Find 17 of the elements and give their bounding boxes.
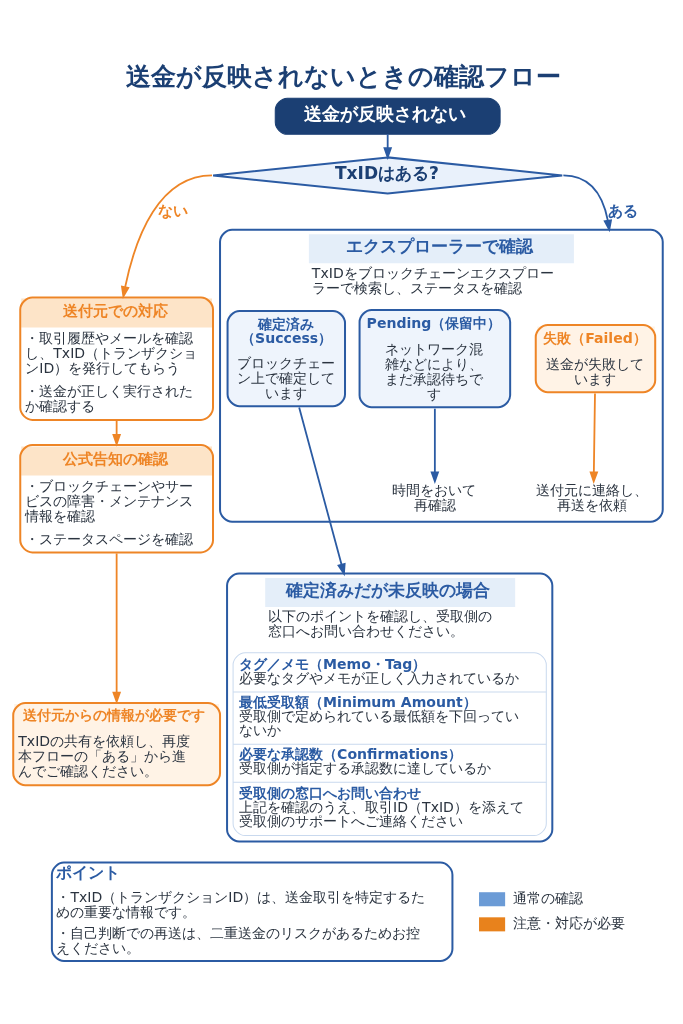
- arrow: [120, 174, 213, 299]
- arrow: [430, 407, 440, 485]
- arrow: [383, 133, 393, 161]
- node-text: 送付元に連絡し、再送を依頼: [535, 481, 648, 513]
- arrow: [112, 552, 122, 705]
- node-text: 時間をおいて再確認: [392, 481, 477, 513]
- edge-label: ない: [157, 201, 188, 220]
- arrow: [589, 392, 599, 485]
- node-diamond: TxIDはある?: [212, 156, 564, 195]
- arrow: [562, 174, 613, 233]
- legend-label: 通常の確認: [513, 889, 584, 906]
- edge-label: ある: [607, 201, 638, 220]
- arrow: [298, 406, 346, 577]
- legend-label: 注意・対応が必要: [513, 915, 626, 932]
- node-box: 送金が反映されない: [274, 97, 501, 135]
- arrow: [112, 420, 122, 447]
- diagram-title: 送金が反映されないときの確認フロー: [126, 62, 562, 92]
